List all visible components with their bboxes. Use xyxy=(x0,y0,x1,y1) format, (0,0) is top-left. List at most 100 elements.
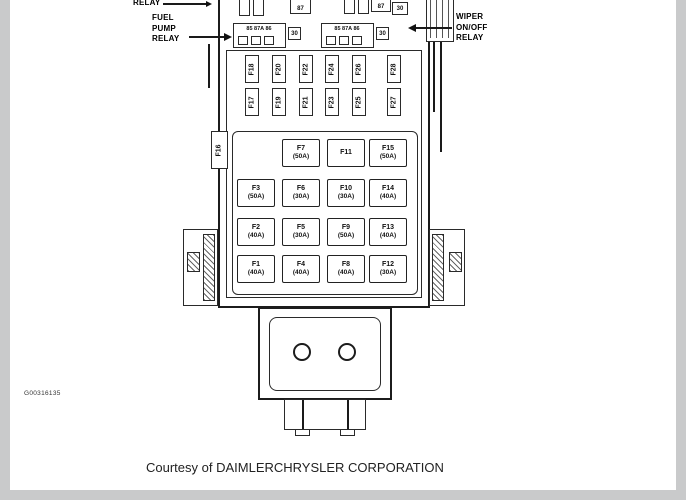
fuel-pump-relay-pins-label: 85 87A 86 xyxy=(246,26,272,32)
fuse-f13: F13(40A) xyxy=(369,218,407,246)
fuel-pump-arrowhead-icon xyxy=(224,33,232,41)
fuse-f12: F12(30A) xyxy=(369,255,407,283)
bottom-connector-inner xyxy=(269,317,381,391)
relay-b-pins-label: 85 87A 86 xyxy=(334,26,360,32)
relay-pin-box xyxy=(339,36,349,45)
partial-relay-label: RELAY xyxy=(133,0,160,9)
wiper-relay-callout-line: ON/OFF xyxy=(456,22,488,32)
fuse-label: F26 xyxy=(355,62,363,76)
fuse-id: F14 xyxy=(381,185,395,193)
fuse-f16: F16 xyxy=(211,131,228,169)
fuse-amp: (40A) xyxy=(247,269,265,277)
mounting-tab xyxy=(284,399,366,430)
relay-pin-box xyxy=(326,36,336,45)
fuse-f18: F18 xyxy=(245,55,259,83)
right-bolt-hole xyxy=(449,252,462,272)
connector-hatch xyxy=(430,0,450,38)
fuse-label: F25 xyxy=(355,95,363,109)
right-step-line-1 xyxy=(433,42,435,112)
fuse-f8: F8(40A) xyxy=(327,255,365,283)
partial-relay-arrowhead-icon xyxy=(206,1,212,7)
fuse-amp: (40A) xyxy=(247,232,265,240)
tab-inner-line-2 xyxy=(347,400,349,429)
fuse-f4: F4(40A) xyxy=(282,255,320,283)
fuse-label: F27 xyxy=(390,95,398,109)
left-mounting-bracket xyxy=(183,229,218,306)
fuse-f5: F5(30A) xyxy=(282,218,320,246)
pdc-inner-body xyxy=(226,50,422,298)
relay-pin-box xyxy=(238,36,248,45)
fuse-id: F6 xyxy=(296,185,306,193)
fuse-amp: (30A) xyxy=(337,193,355,201)
partial-relay-label-text: RELAY xyxy=(133,0,161,7)
relay-terminal-87-b: 87 xyxy=(371,0,391,12)
fuse-id: F7 xyxy=(296,145,306,153)
fuel-pump-relay-outline xyxy=(233,23,286,48)
tab-inner-line-1 xyxy=(302,400,304,429)
relay-terminal-blank-3 xyxy=(344,0,355,14)
fuse-f15: F15(50A) xyxy=(369,139,407,167)
fuse-label: F21 xyxy=(302,95,310,109)
fuse-f27: F27 xyxy=(387,88,401,116)
fuse-id: F1 xyxy=(251,261,261,269)
page-margin-left xyxy=(0,0,10,500)
fuse-f2: F2(40A) xyxy=(237,218,275,246)
left-bracket-hatch-strip xyxy=(203,234,215,301)
fuse-id: F10 xyxy=(339,185,353,193)
fuel-pump-relay-pin-30: 30 xyxy=(288,27,301,40)
fuse-f3: F3(50A) xyxy=(237,179,275,207)
fuel-pump-relay-callout-line: RELAY xyxy=(152,34,180,43)
fuse-id: F4 xyxy=(296,261,306,269)
fuse-id: F11 xyxy=(340,149,352,157)
wiper-relay-callout-line: WIPER xyxy=(456,12,484,21)
right-bracket-hatch-strip xyxy=(432,234,444,301)
fuse-f25: F25 xyxy=(352,88,366,116)
relay-terminal-87-a: 87 xyxy=(290,0,311,14)
page-margin-bottom xyxy=(0,490,686,500)
fuse-id: F12 xyxy=(381,261,395,269)
fuse-f6: F6(30A) xyxy=(282,179,320,207)
fuse-label: F23 xyxy=(328,95,336,109)
fuse-id: F2 xyxy=(251,224,261,232)
tab-foot-2 xyxy=(340,429,355,436)
fuse-id: F9 xyxy=(341,224,351,232)
wiper-relay-connector xyxy=(426,0,454,42)
fuse-f9: F9(50A) xyxy=(327,218,365,246)
fuse-label: F16 xyxy=(216,143,223,157)
left-bolt-hole xyxy=(187,252,200,272)
page-margin-right xyxy=(676,0,686,500)
relay-pin-box xyxy=(264,36,274,45)
fuse-amp: (30A) xyxy=(379,269,397,277)
fuse-label: F17 xyxy=(248,95,256,109)
partial-relay-arrow-line xyxy=(163,3,209,5)
fuse-f23: F23 xyxy=(325,88,339,116)
connector-pin-hole-1 xyxy=(293,343,311,361)
fuse-f26: F26 xyxy=(352,55,366,83)
fuse-label: F24 xyxy=(328,62,336,76)
courtesy-line: Courtesy of DAIMLERCHRYSLER CORPORATION xyxy=(146,460,444,475)
relay-terminal-blank-2 xyxy=(253,0,264,16)
relay-pin-box xyxy=(251,36,261,45)
wiper-relay-callout-line: RELAY xyxy=(456,33,484,42)
fuse-f20: F20 xyxy=(272,55,286,83)
fuse-amp: (50A) xyxy=(379,153,397,161)
right-mounting-bracket xyxy=(429,229,465,306)
fuse-label: F19 xyxy=(275,95,283,109)
relay-terminal-30-top: 30 xyxy=(392,2,408,15)
fuse-f22: F22 xyxy=(299,55,313,83)
fuse-f1: F1(40A) xyxy=(237,255,275,283)
fuse-f21: F21 xyxy=(299,88,313,116)
fuel-pump-arrow-line xyxy=(189,36,227,38)
fuse-amp: (30A) xyxy=(292,193,310,201)
right-step-line-2 xyxy=(440,42,442,152)
fuse-label: F20 xyxy=(275,62,283,76)
fuse-label: F22 xyxy=(302,62,310,76)
connector-pin-hole-2 xyxy=(338,343,356,361)
fuse-f11: F11 xyxy=(327,139,365,167)
fuse-amp: (40A) xyxy=(379,193,397,201)
fuse-amp: (50A) xyxy=(292,153,310,161)
fuse-f14: F14(40A) xyxy=(369,179,407,207)
tab-foot-1 xyxy=(295,429,310,436)
fuse-id: F8 xyxy=(341,261,351,269)
